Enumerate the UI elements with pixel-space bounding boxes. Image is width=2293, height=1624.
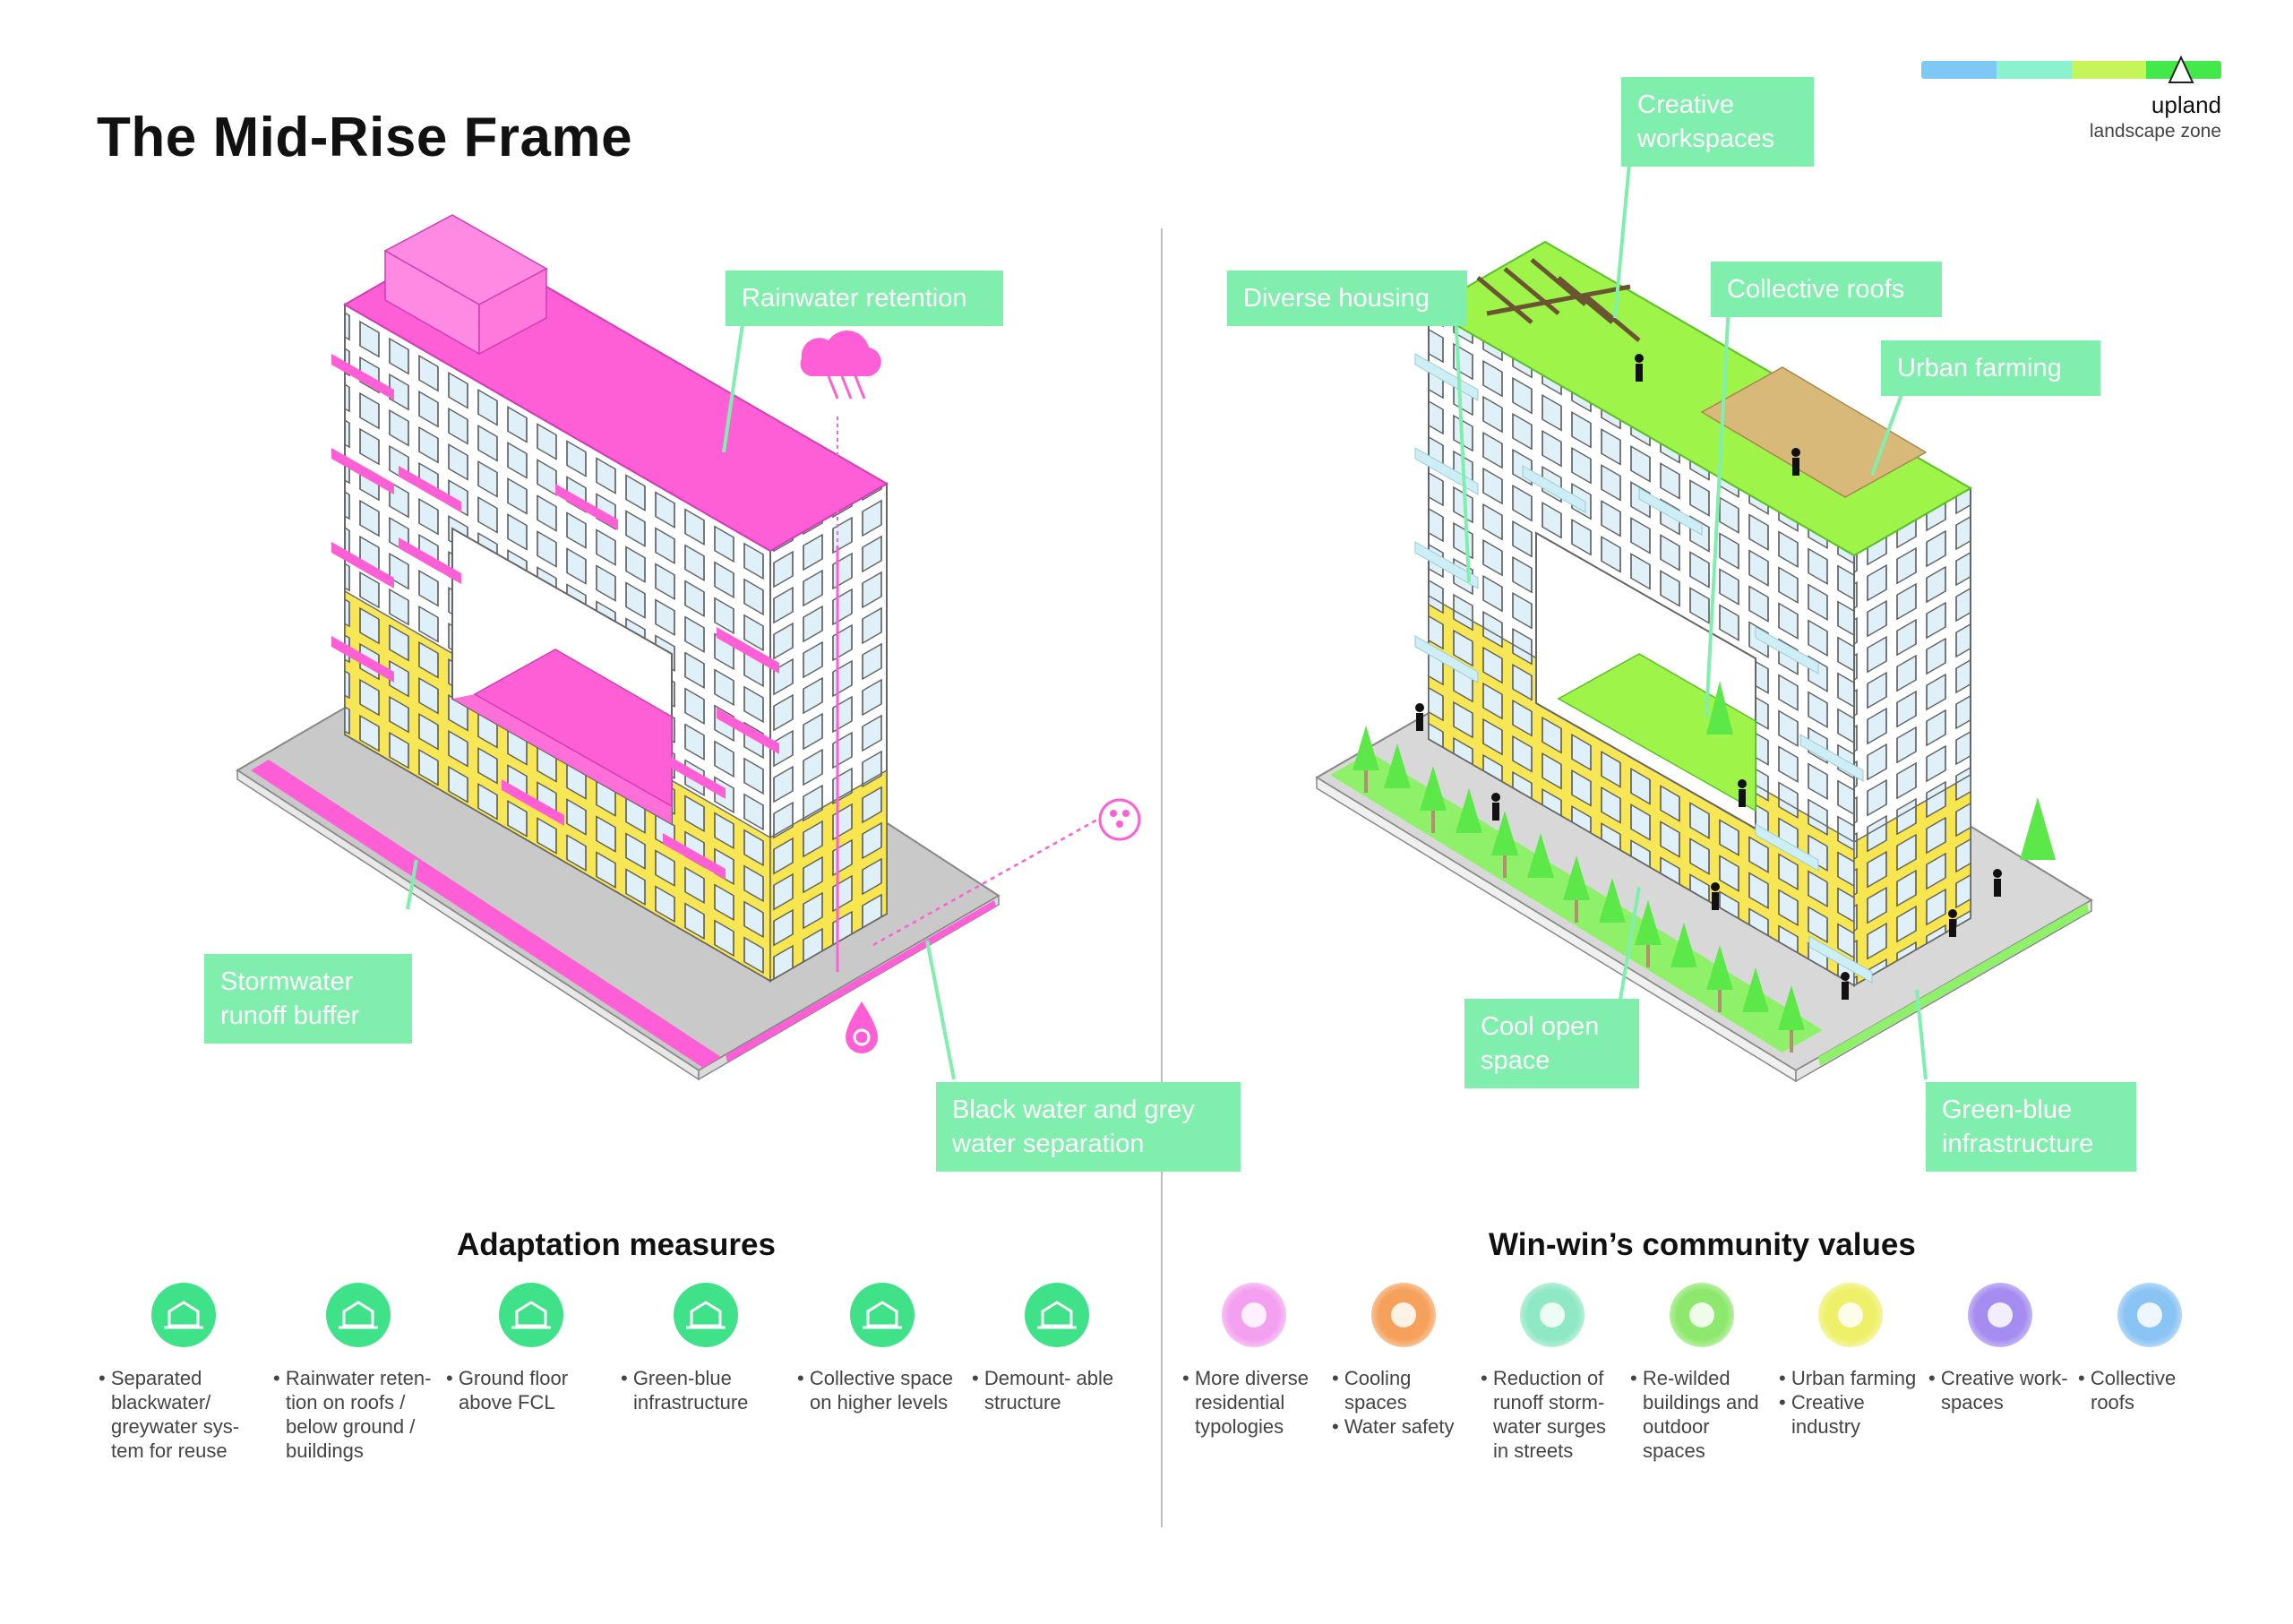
label-rainwater-retention: Rainwater retention bbox=[726, 271, 1003, 326]
caption-line: • Collective space on higher levels bbox=[797, 1367, 954, 1413]
rain-cloud-icon bbox=[800, 330, 881, 400]
demountable-icon bbox=[1025, 1283, 1089, 1347]
caption-line: • Demount- able structure bbox=[972, 1367, 1114, 1413]
leader-line bbox=[1454, 308, 1471, 583]
adaptation-measures-title: Adaptation measures bbox=[457, 1227, 776, 1262]
caption-line: • Rainwater reten- tion on roofs / below… bbox=[273, 1367, 432, 1462]
zone-marker-icon bbox=[2168, 56, 2194, 83]
leader-line bbox=[925, 940, 956, 1080]
leader-line bbox=[722, 317, 745, 453]
roof-pergola bbox=[1476, 258, 1641, 342]
street-trunks bbox=[1364, 770, 1793, 1053]
adaptation-caption: • Rainwater reten- tion on roofs / below… bbox=[273, 1366, 439, 1463]
ground-floor-icon bbox=[499, 1283, 563, 1347]
leader-line bbox=[1915, 989, 1928, 1080]
label-stormwater-runoff: Stormwater runoff buffer bbox=[204, 954, 412, 1044]
adaptation-caption: • Demount- able structure bbox=[972, 1366, 1138, 1414]
water-drop-recycle-icon bbox=[846, 1001, 878, 1053]
leader-line bbox=[1705, 304, 1730, 717]
collective-roofs-icon bbox=[2117, 1283, 2182, 1347]
adaptation-caption: • Green-blue infrastructure bbox=[621, 1366, 786, 1414]
label-blackwater-separation: Black water and grey water separation bbox=[936, 1082, 1241, 1172]
blackwater-dashed-line bbox=[872, 818, 1098, 947]
community-caption: • Reduction of runoff storm- water surge… bbox=[1481, 1366, 1624, 1463]
label-urban-farming: Urban farming bbox=[1881, 340, 2100, 396]
legend-swatch bbox=[2071, 61, 2147, 79]
community-values-title: Win-win’s community values bbox=[1489, 1227, 1916, 1262]
caption-line: • Collective roofs bbox=[2078, 1367, 2177, 1413]
community-caption: • Creative work- spaces bbox=[1928, 1366, 2072, 1414]
legend-swatch bbox=[1996, 61, 2072, 79]
caption-line: • Creative industry bbox=[1779, 1391, 1865, 1438]
community-caption: • Urban farming• Creative industry bbox=[1779, 1366, 1922, 1439]
collective-space-icon bbox=[850, 1283, 915, 1347]
label-collective-roofs: Collective roofs bbox=[1711, 262, 1942, 317]
label-creative-workspaces: Creative workspaces bbox=[1621, 77, 1814, 167]
rewilded-icon bbox=[1670, 1283, 1734, 1347]
community-caption: • More diverse residential typologies bbox=[1182, 1366, 1326, 1439]
legend-zone-name: upland bbox=[2151, 91, 2221, 118]
urban-farming-icon bbox=[1818, 1283, 1883, 1347]
community-caption: • Re-wilded buildings and outdoor spaces bbox=[1630, 1366, 1773, 1463]
community-caption: • Collective roofs bbox=[2078, 1366, 2221, 1414]
community-caption: • Cooling spaces• Water safety bbox=[1332, 1366, 1475, 1439]
caption-line: • Re-wilded buildings and outdoor spaces bbox=[1630, 1367, 1759, 1462]
legend-swatch bbox=[1921, 61, 1997, 79]
people-silhouettes bbox=[1415, 354, 2002, 1000]
label-green-blue-infrastructure: Green-blue infrastructure bbox=[1926, 1082, 2136, 1172]
glass-balconies bbox=[1414, 353, 1873, 984]
runoff-streets-icon bbox=[1520, 1283, 1584, 1347]
right-building-body bbox=[1427, 240, 1972, 987]
caption-line: • Green-blue infrastructure bbox=[621, 1367, 749, 1413]
leader-line bbox=[406, 859, 418, 910]
diverse-residential-icon bbox=[1222, 1283, 1286, 1347]
green-blue-icon bbox=[674, 1283, 738, 1347]
landscape-zone-legend: upland landscape zone bbox=[1921, 56, 2221, 142]
adaptation-caption: • Collective space on higher levels bbox=[797, 1366, 963, 1414]
building-body bbox=[343, 214, 889, 983]
label-cool-open-space: Cool open space bbox=[1464, 999, 1639, 1088]
caption-line: • Water safety bbox=[1332, 1415, 1455, 1438]
label-diverse-housing: Diverse housing bbox=[1227, 271, 1467, 326]
cooling-heart-icon bbox=[1371, 1283, 1436, 1347]
legend-color-bar bbox=[1921, 61, 2221, 79]
adaptation-caption: • Separated blackwater/ greywater sys- t… bbox=[99, 1366, 264, 1463]
adaptation-caption: • Ground floor above FCL bbox=[446, 1366, 612, 1414]
leader-line bbox=[1870, 389, 1905, 476]
caption-line: • More diverse residential typologies bbox=[1182, 1367, 1309, 1438]
rainwater-roof-icon bbox=[326, 1283, 391, 1347]
caption-line: • Reduction of runoff storm- water surge… bbox=[1481, 1367, 1606, 1462]
creative-work-icon bbox=[1968, 1283, 2032, 1347]
balconies bbox=[331, 354, 779, 880]
caption-line: • Ground floor above FCL bbox=[446, 1367, 569, 1413]
caption-line: • Separated blackwater/ greywater sys- t… bbox=[99, 1367, 240, 1462]
caption-line: • Urban farming bbox=[1779, 1367, 1917, 1389]
legend-zone-subtitle: landscape zone bbox=[2089, 121, 2221, 142]
caption-line: • Cooling spaces bbox=[1332, 1367, 1412, 1413]
street-trees bbox=[1353, 681, 2056, 1030]
page-title: The Mid-Rise Frame bbox=[97, 107, 633, 168]
toilet-icon bbox=[1098, 798, 1141, 841]
caption-line: • Creative work- spaces bbox=[1928, 1367, 2068, 1413]
center-divider bbox=[1161, 228, 1163, 1527]
separated-water-icon bbox=[151, 1283, 216, 1347]
